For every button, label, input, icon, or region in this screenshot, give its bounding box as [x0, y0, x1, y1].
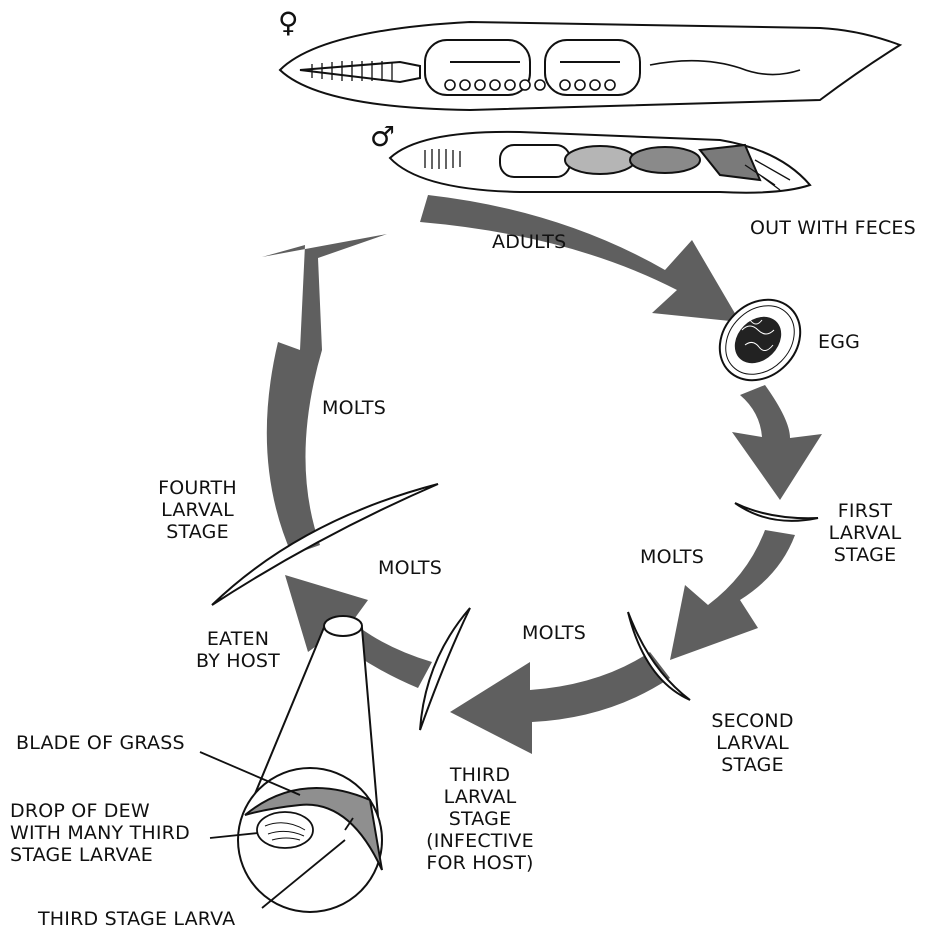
third-larva — [419, 607, 471, 731]
blade-of-grass-label: BLADE OF GRASS — [16, 732, 185, 754]
third-larval-line-3: STAGE — [448, 808, 512, 830]
eaten-line-2: BY HOST — [196, 650, 280, 672]
fourth-larva — [211, 483, 439, 606]
eaten-by-host-label: EATEN BY HOST — [188, 628, 288, 672]
fourth-larval-line-3: STAGE — [166, 521, 229, 543]
molts-bottom-label: MOLTS — [522, 622, 586, 644]
molts-left-label: MOLTS — [322, 397, 386, 419]
molts-center-label: MOLTS — [378, 557, 442, 579]
third-larval-line-1: THIRD — [449, 764, 511, 786]
third-larval-stage-label: THIRD LARVAL STAGE (INFECTIVE FOR HOST) — [420, 764, 540, 874]
dew-line-1: DROP OF DEW — [10, 800, 150, 822]
first-larval-line-1: FIRST — [837, 500, 893, 522]
grass-blade — [244, 787, 383, 871]
second-larval-line-1: SECOND — [711, 710, 794, 732]
larvae — [211, 483, 819, 731]
adult-female-worm — [278, 20, 903, 112]
arrow-egg-to-first-larval — [732, 385, 822, 500]
first-larval-line-3: STAGE — [833, 544, 897, 566]
eaten-line-1: EATEN — [206, 628, 270, 650]
second-larva — [627, 611, 691, 701]
drop-of-dew-label: DROP OF DEW WITH MANY THIRD STAGE LARVAE — [10, 800, 190, 866]
arrow-fourth-to-adults — [262, 234, 387, 555]
fourth-larval-line-2: LARVAL — [161, 499, 234, 521]
second-larval-line-2: LARVAL — [716, 732, 789, 754]
adult-male-worm — [388, 130, 812, 194]
first-larva — [734, 502, 819, 522]
molts-right-label: MOLTS — [640, 546, 704, 568]
arrow-first-to-second-larval — [670, 530, 795, 660]
dew-line-3: STAGE LARVAE — [10, 844, 153, 866]
second-larval-line-3: STAGE — [721, 754, 784, 776]
third-stage-larva-label: THIRD STAGE LARVA — [38, 908, 236, 930]
arrow-second-to-third-larval — [450, 652, 670, 754]
third-larval-line-4: (INFECTIVE — [426, 830, 534, 852]
egg — [718, 298, 802, 382]
out-with-feces-label: OUT WITH FECES — [750, 217, 916, 239]
second-larval-stage-label: SECOND LARVAL STAGE — [700, 710, 805, 776]
leader-lines — [199, 751, 346, 909]
dew-drop — [256, 811, 314, 849]
first-larval-stage-label: FIRST LARVAL STAGE — [820, 500, 910, 566]
first-larval-line-2: LARVAL — [828, 522, 902, 544]
dew-line-2: WITH MANY THIRD — [10, 822, 190, 844]
fourth-larval-line-1: FOURTH — [158, 477, 237, 499]
male-symbol: ♂ — [370, 120, 396, 153]
third-larval-line-5: FOR HOST) — [426, 852, 534, 874]
arrow-adults-to-egg — [420, 195, 740, 322]
adults-label: ADULTS — [492, 231, 567, 253]
fourth-larval-stage-label: FOURTH LARVAL STAGE — [150, 477, 245, 543]
female-symbol: ♀ — [278, 6, 299, 39]
egg-label: EGG — [818, 331, 861, 353]
third-larval-line-2: LARVAL — [443, 786, 517, 808]
magnifier — [237, 615, 383, 913]
cycle-arrows — [262, 195, 822, 754]
